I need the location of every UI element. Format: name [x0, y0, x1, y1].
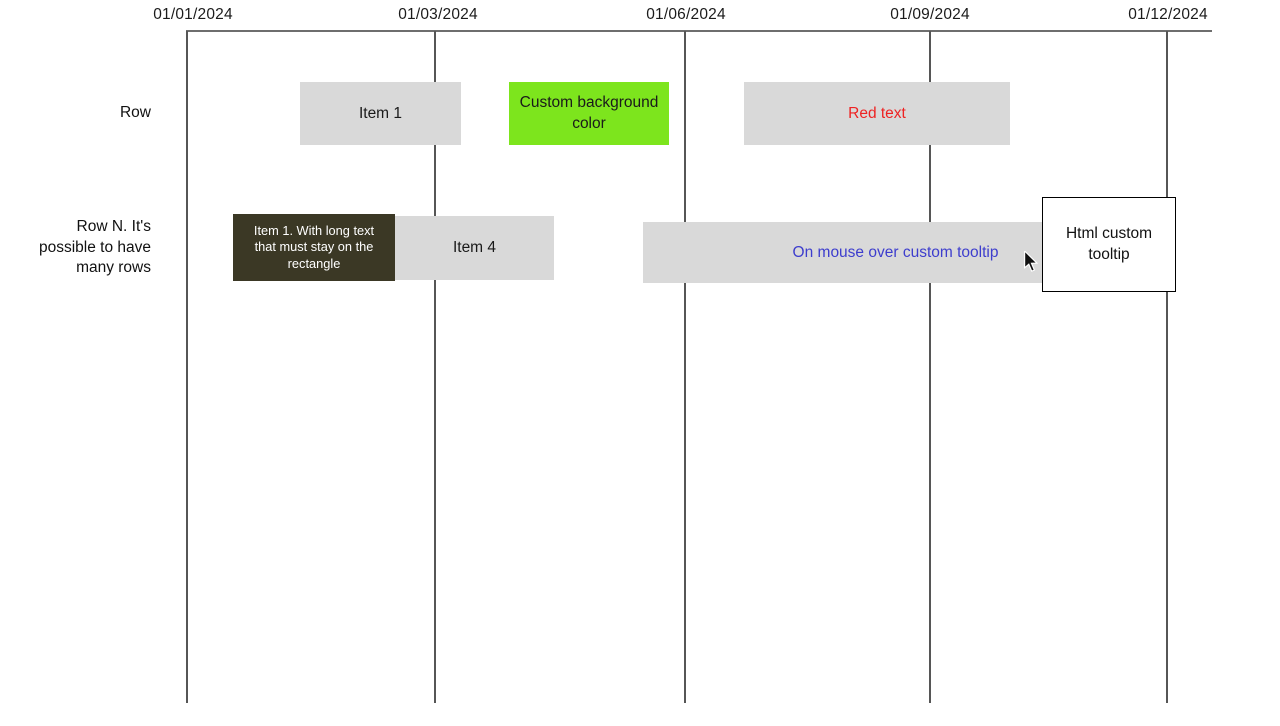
timeline-bar-long-text[interactable]: Item 1. With long text that must stay on… [233, 214, 395, 281]
timeline-bar-item-1[interactable]: Item 1 [300, 82, 461, 145]
row-label: Row N. It's possible to have many rows [38, 218, 151, 277]
timeline-bar-red-text[interactable]: Red text [744, 82, 1010, 145]
gridline [186, 31, 188, 703]
axis-tick-label: 01/12/2024 [1128, 6, 1208, 23]
axis-tick-label: 01/06/2024 [646, 6, 726, 23]
mouse-cursor-icon [1022, 249, 1040, 278]
timeline-bar-item-4[interactable]: Item 4 [395, 216, 554, 280]
row-label: Row [119, 104, 151, 121]
gridline [434, 31, 436, 703]
gridline [1166, 31, 1168, 703]
gridline [929, 31, 931, 703]
axis-tick-label: 01/03/2024 [398, 6, 478, 23]
axis-tick-label: 01/09/2024 [890, 6, 970, 23]
axis-top-line [186, 30, 1212, 32]
custom-tooltip: Html custom tooltip [1042, 197, 1176, 292]
timeline-bar-custom-background[interactable]: Custom background color [509, 82, 669, 145]
axis-tick-label: 01/01/2024 [153, 6, 233, 23]
gridline [684, 31, 686, 703]
